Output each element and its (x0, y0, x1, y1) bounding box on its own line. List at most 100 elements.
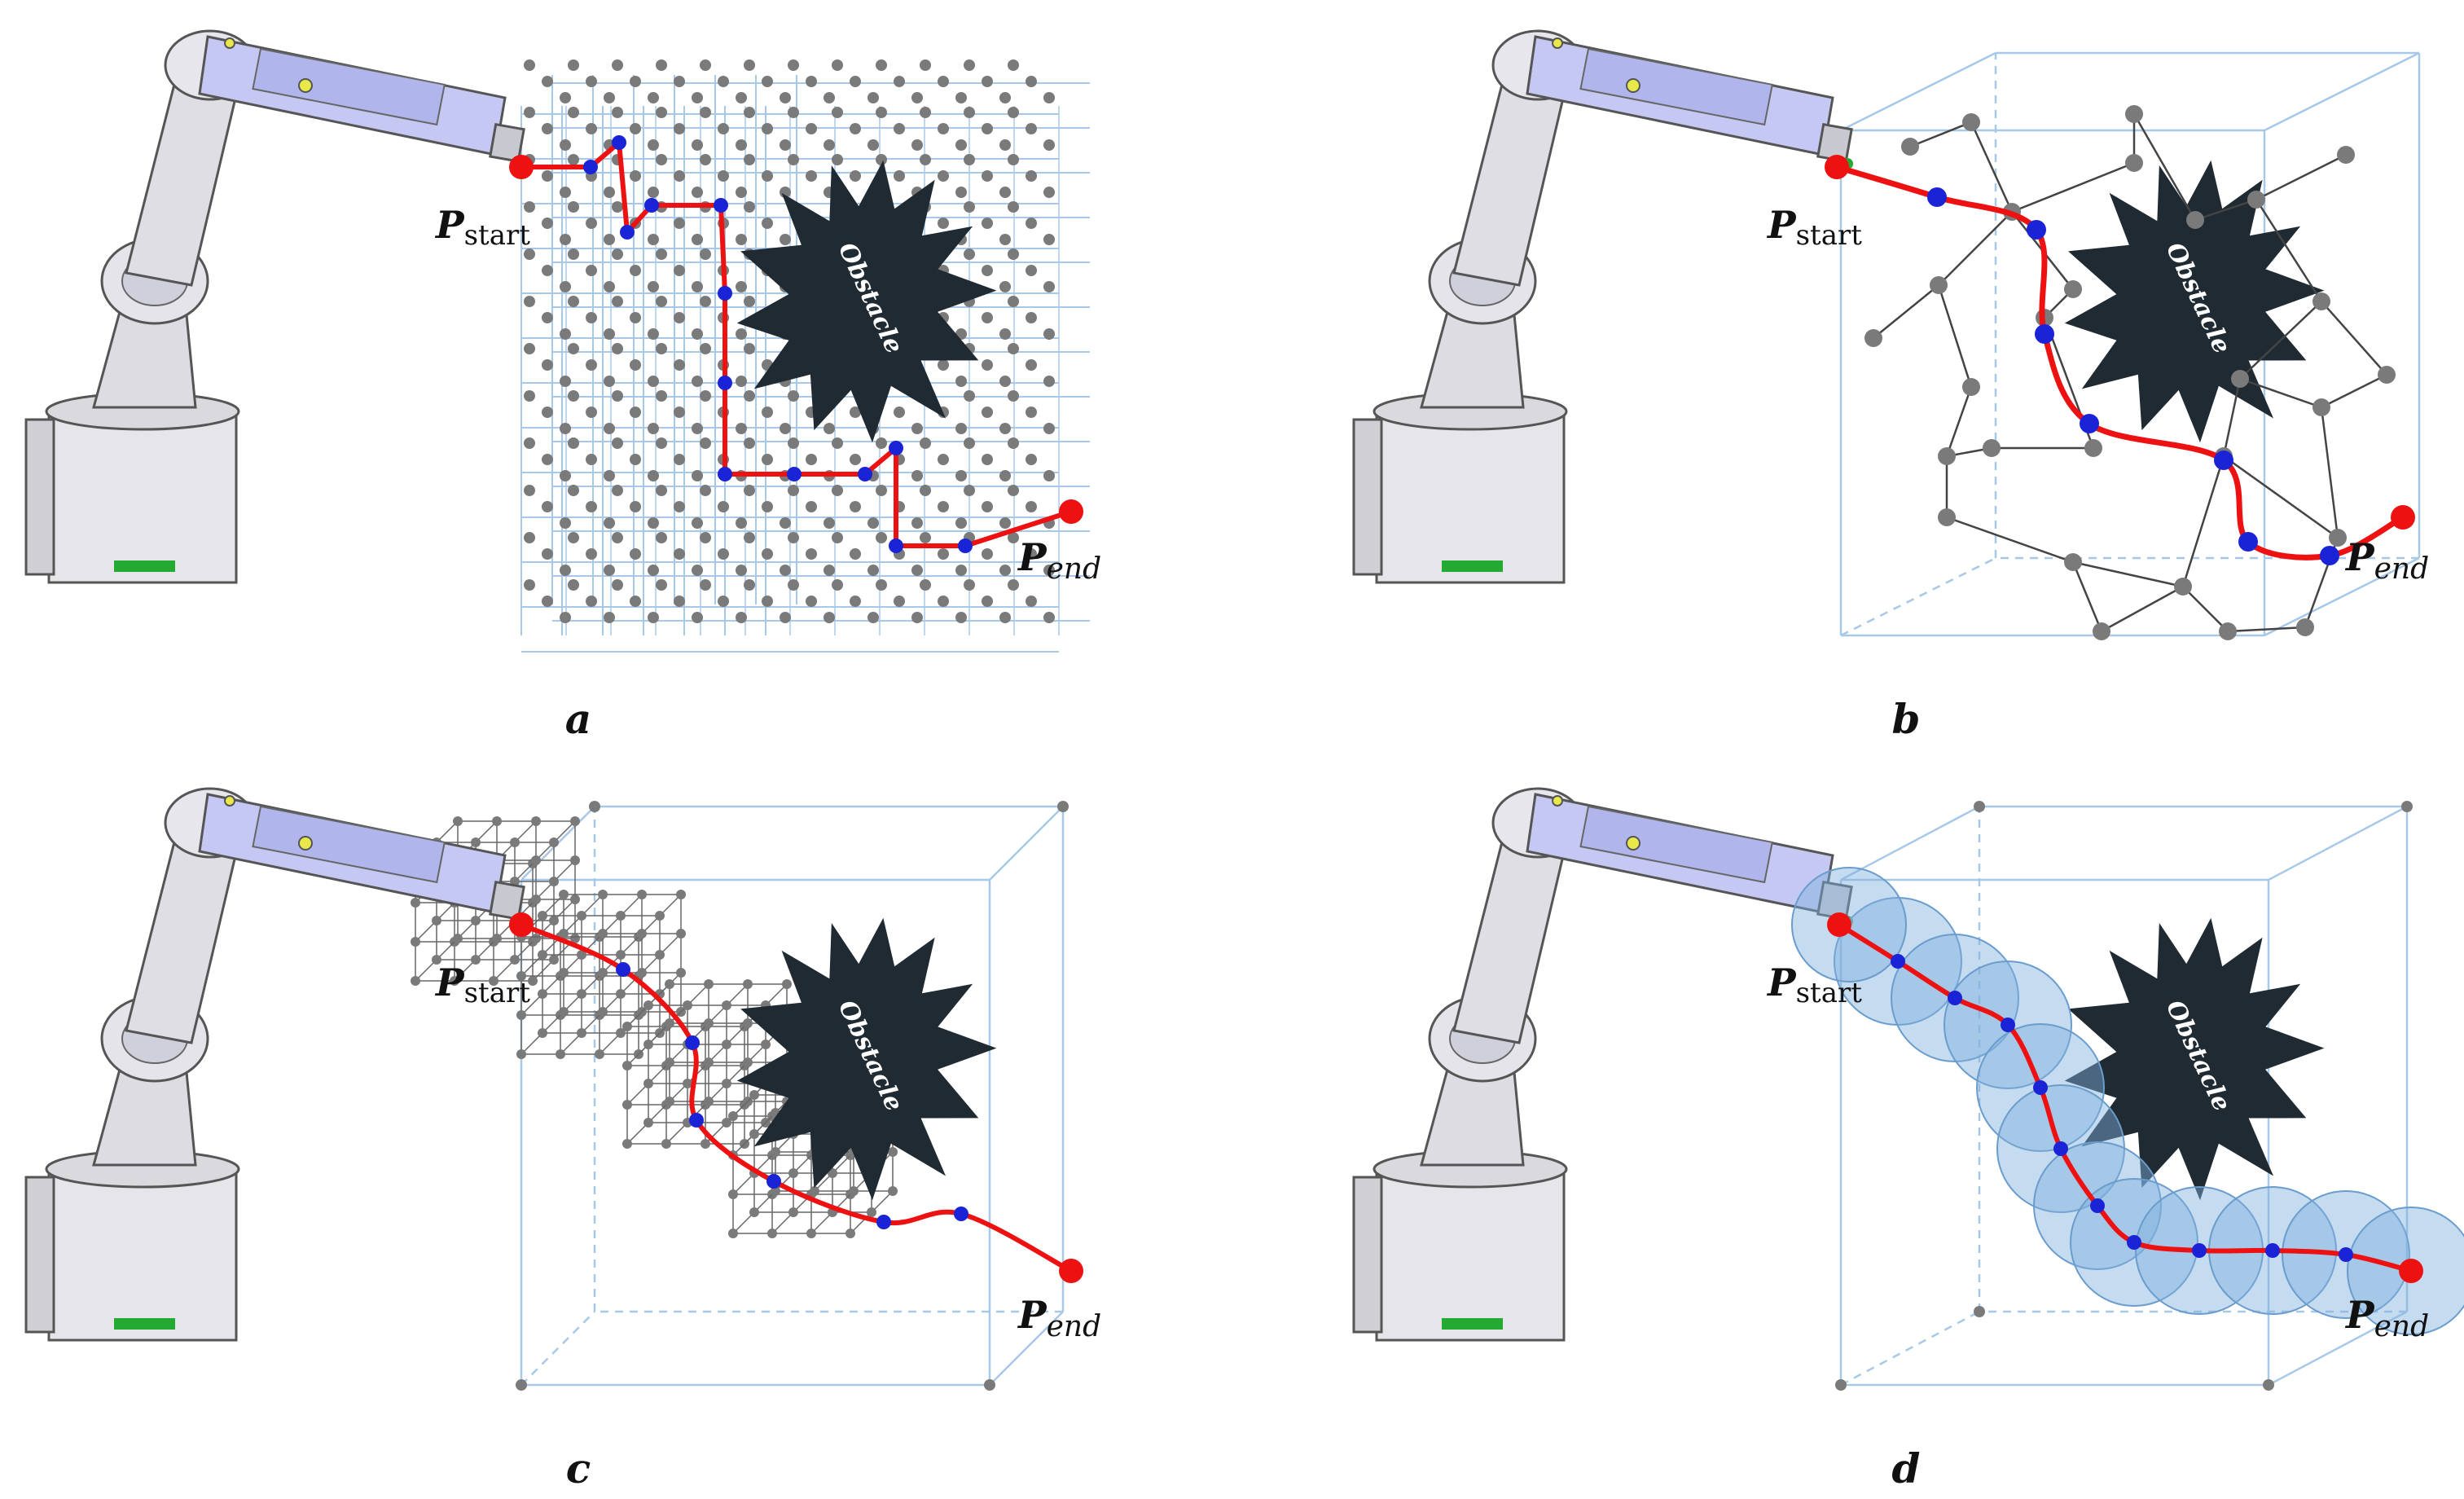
grid-node (568, 248, 579, 260)
lattice-edge (705, 1122, 727, 1145)
lattice-edge (560, 1032, 582, 1055)
grid-node (612, 59, 623, 71)
roadmap-edge (2239, 377, 2322, 409)
grid-node (1043, 281, 1055, 292)
grid-node (832, 59, 843, 71)
grid-node (612, 390, 623, 402)
grid-node (524, 579, 535, 591)
grid-node (824, 139, 835, 151)
lattice-node (450, 976, 459, 986)
lattice-node (888, 1147, 898, 1157)
grid-node (674, 359, 685, 371)
roadmap-edge (2223, 455, 2339, 539)
grid-node (604, 517, 615, 529)
grid-node (1026, 407, 1037, 418)
lattice-node (559, 929, 569, 939)
lattice-edge (542, 972, 564, 995)
lattice-node (549, 916, 559, 925)
end-point (1059, 499, 1083, 524)
grid-node (604, 612, 615, 623)
grid-node (964, 390, 975, 402)
grid-node (692, 328, 703, 340)
grid-node (938, 501, 949, 512)
roadmap-edge (2182, 586, 2229, 632)
roadmap-edge (1909, 121, 1972, 148)
cube-corner (1974, 801, 1985, 812)
lattice-node (849, 1186, 859, 1196)
grid-node (1008, 154, 1019, 165)
grid-node (1008, 343, 1019, 354)
grid-node (964, 485, 975, 496)
p-end-label-a: Pend (1017, 535, 1101, 586)
waypoint (685, 1035, 700, 1050)
grid-node (648, 281, 659, 292)
lattice-edge (532, 959, 555, 982)
waypoint (644, 198, 659, 213)
grid-node (762, 596, 773, 607)
lattice-node (411, 976, 420, 986)
lattice-edge (581, 894, 604, 917)
lattice-node (828, 1168, 837, 1178)
grid-node (744, 579, 755, 591)
grid-node (736, 612, 747, 623)
waypoint (766, 1174, 781, 1189)
lattice-node (577, 950, 586, 960)
lattice-edge (599, 1032, 621, 1055)
bounding-cube-edge (520, 1311, 595, 1386)
roadmap-node (2186, 211, 2204, 229)
grid-node (850, 548, 861, 560)
grid-node (524, 107, 535, 118)
grid-node (1008, 107, 1019, 118)
grid-node (1008, 248, 1019, 260)
waypoint (2001, 1018, 2015, 1032)
grid-node (700, 296, 711, 307)
grid-node (674, 123, 685, 134)
cube-corner (1835, 1379, 1847, 1391)
start-point (1825, 155, 1849, 179)
roadmap-edge (1938, 211, 2013, 286)
roadmap-node (1983, 439, 2001, 457)
panel-letter-a: a (565, 695, 591, 743)
roadmap-node (2378, 366, 2396, 384)
grid-node (1008, 437, 1019, 449)
grid-node (718, 596, 729, 607)
lattice-node (728, 1229, 738, 1238)
lattice-node (622, 1022, 632, 1031)
grid-node (612, 107, 623, 118)
grid-node (1008, 296, 1019, 307)
panel-letter-b: b (1892, 695, 1921, 743)
lattice-node (704, 979, 714, 989)
waypoint (1948, 991, 1962, 1005)
grid-node (1008, 579, 1019, 591)
grid-node (911, 92, 923, 103)
lattice-node (471, 916, 481, 925)
roadmap-node (2084, 439, 2102, 457)
end-point (2391, 505, 2415, 530)
grid-node (736, 234, 747, 245)
grid-node (736, 517, 747, 529)
lattice-node (595, 1049, 604, 1059)
roadmap-node (2247, 191, 2265, 209)
grid-node (656, 343, 667, 354)
waypoint (1891, 954, 1905, 969)
grid-node (700, 532, 711, 543)
grid-node (656, 485, 667, 496)
grid-node (867, 92, 879, 103)
grid-node (894, 123, 905, 134)
grid-node (999, 565, 1011, 576)
grid-node (1043, 139, 1055, 151)
grid-node (736, 565, 747, 576)
grid-node (1043, 470, 1055, 481)
grid-node (744, 485, 755, 496)
grid-node (964, 59, 975, 71)
cube-corner (1974, 1306, 1985, 1317)
grid-node (850, 123, 861, 134)
grid-node (736, 328, 747, 340)
waypoint (583, 160, 598, 174)
roadmap-node (2093, 622, 2110, 640)
roadmap-edge (1937, 284, 1973, 388)
roadmap-edge (2227, 626, 2306, 633)
lattice-node (806, 1229, 816, 1238)
waypoint (2035, 324, 2054, 344)
grid-node (692, 517, 703, 529)
